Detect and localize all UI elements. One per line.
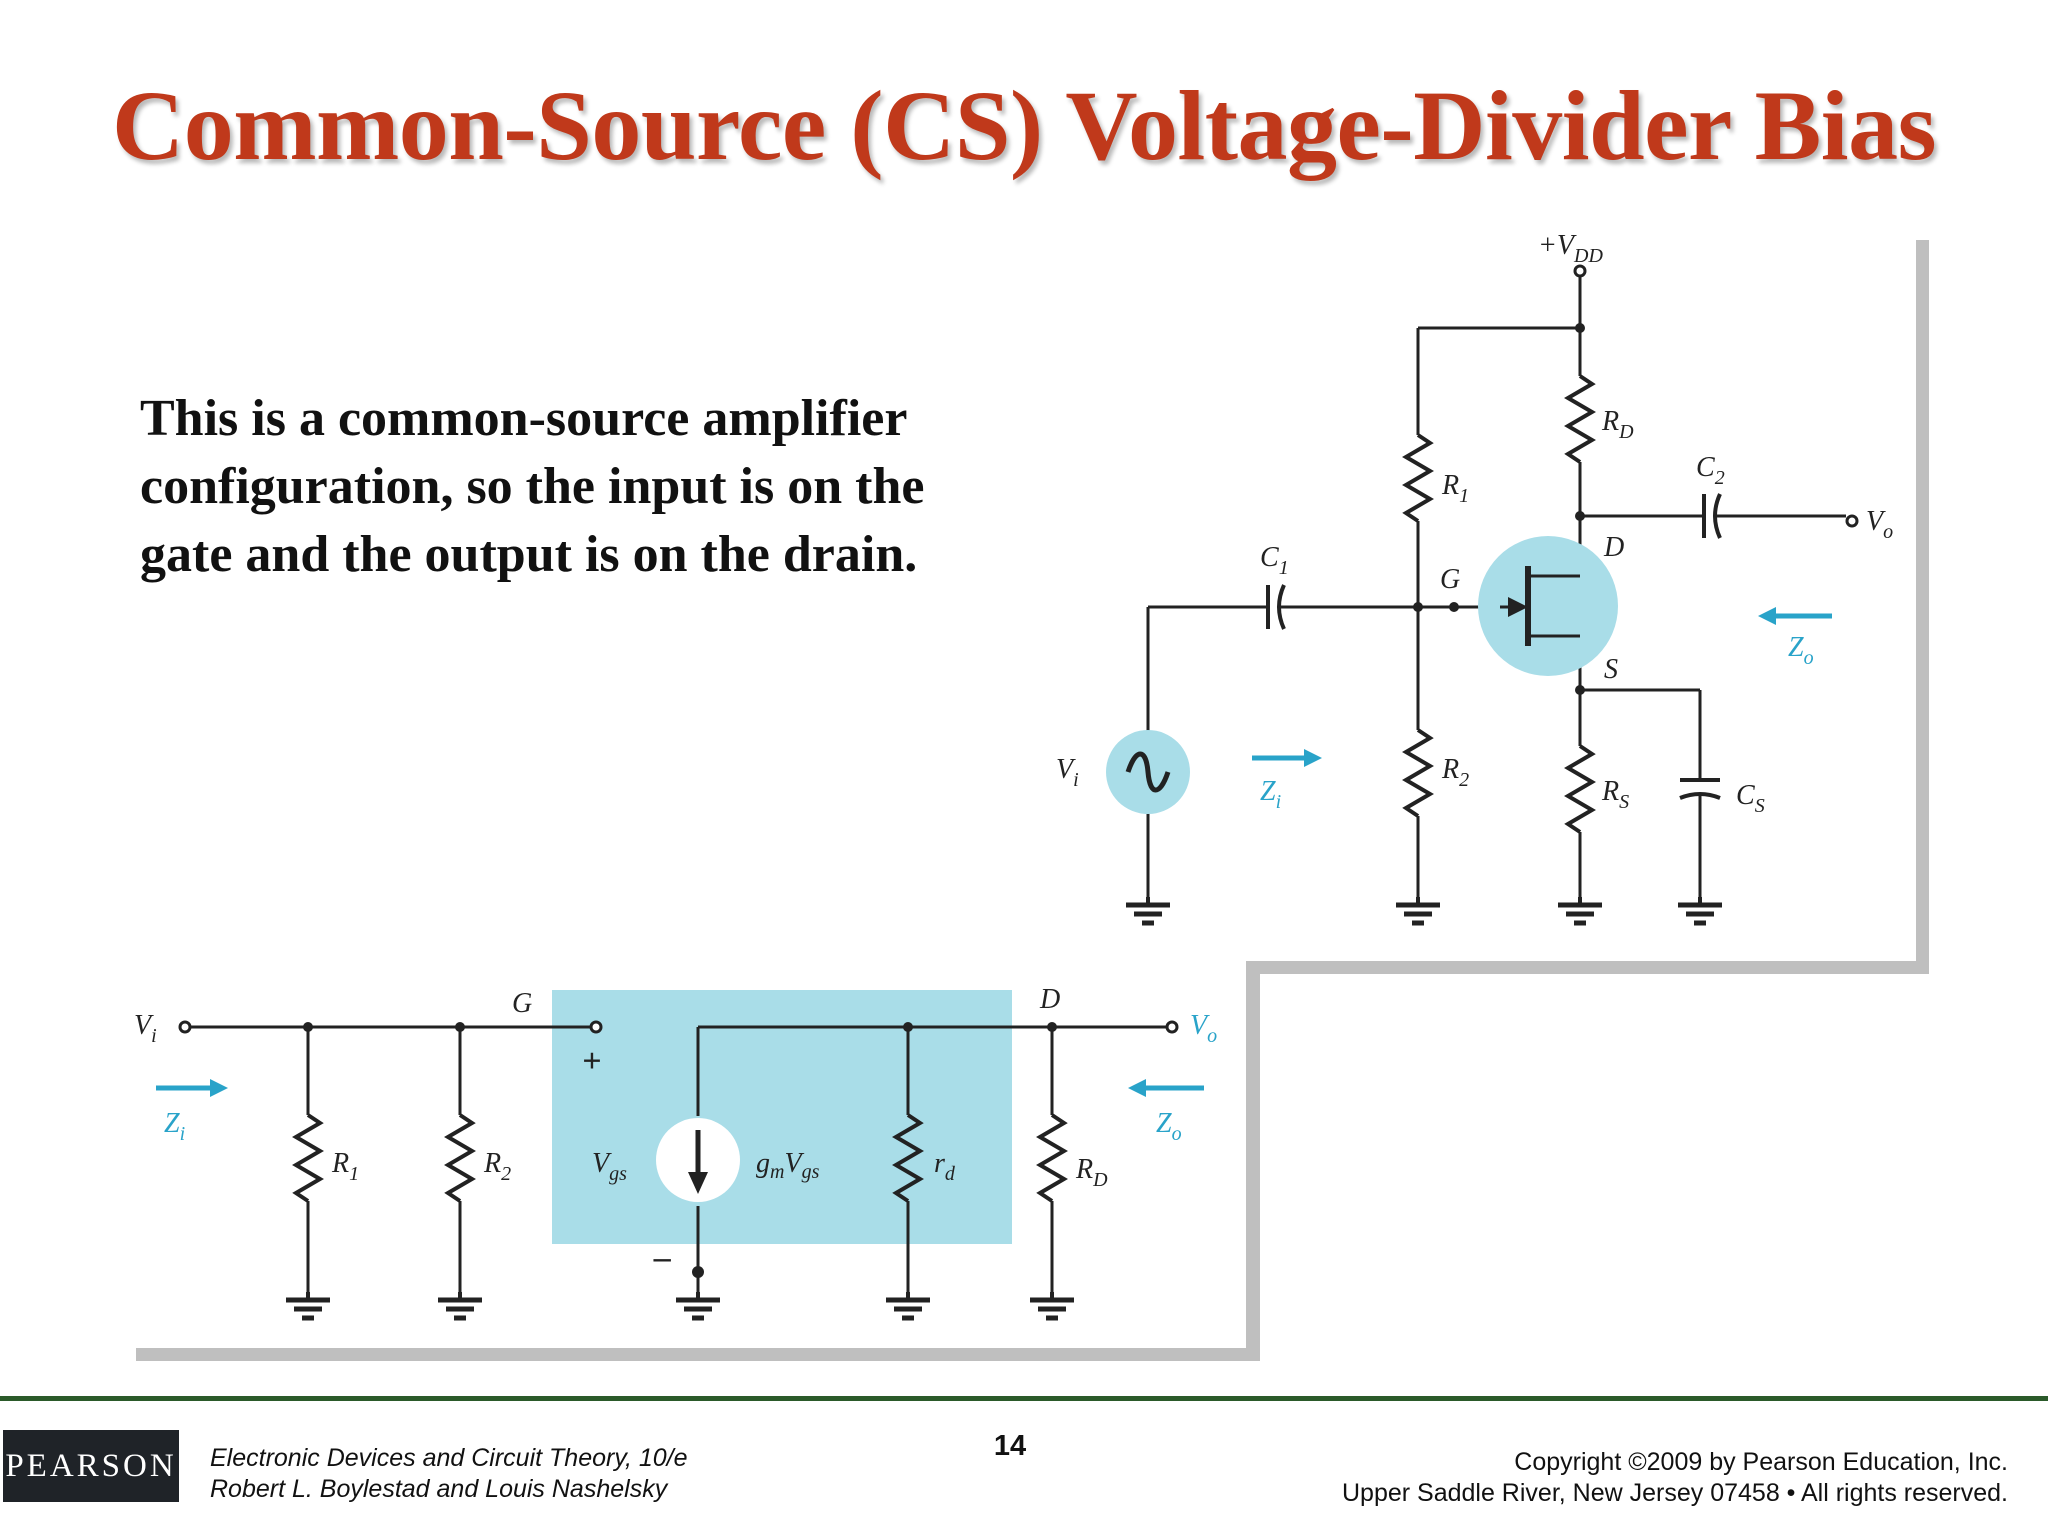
- label-vgs: Vgs: [592, 1148, 627, 1185]
- slide-body-text: This is a common-source amplifier config…: [140, 390, 925, 583]
- resistor-r1-symbol: [1402, 433, 1434, 523]
- slide-title: Common-Source (CS) Voltage-Divider Bias: [111, 70, 1937, 181]
- panel-shadow: [136, 240, 1929, 1361]
- resistor-rs-symbol: [1564, 744, 1596, 834]
- label-zi-top: Zi: [1260, 776, 1281, 813]
- jfet-symbol: [1478, 536, 1618, 676]
- zo-arrow-top: [1758, 607, 1832, 625]
- model-panel: [552, 990, 1012, 1244]
- footer-copyright: Copyright ©2009 by Pearson Education, In…: [1342, 1447, 2008, 1509]
- label-c1-top: C1: [1260, 542, 1289, 579]
- label-gate-bottom: G: [512, 988, 532, 1019]
- label-gate-top: G: [1440, 564, 1460, 595]
- label-r2-top: R2: [1441, 754, 1469, 791]
- label-drain-top: D: [1603, 532, 1624, 563]
- footer-book-title: Electronic Devices and Circuit Theory, 1…: [210, 1444, 688, 1472]
- label-rs-top: RS: [1601, 776, 1629, 813]
- footer-rule: [0, 1396, 2048, 1401]
- label-plus: +: [582, 1043, 601, 1080]
- footer-copyright-line1: Copyright ©2009 by Pearson Education, In…: [1514, 1448, 2008, 1476]
- label-zo-bottom: Zo: [1156, 1108, 1182, 1145]
- pearson-logo: PEARSON: [3, 1430, 179, 1502]
- label-rd-small: rd: [934, 1148, 956, 1185]
- label-drain-bottom: D: [1039, 984, 1060, 1015]
- footer-book-info: Electronic Devices and Circuit Theory, 1…: [210, 1443, 688, 1505]
- resistor-r2-symbol: [1402, 728, 1434, 818]
- label-gm-vgs: gmVgs: [756, 1148, 820, 1183]
- resistor-rd-symbol: [1564, 374, 1596, 464]
- label-r1-top: R1: [1441, 470, 1469, 507]
- bottom-circuit: [178, 1020, 1179, 1292]
- zo-arrow-bottom: [1128, 1079, 1204, 1097]
- label-r2-bottom: R2: [483, 1148, 511, 1185]
- label-vi-top: Vi: [1056, 754, 1079, 791]
- zi-arrow-top: [1252, 749, 1322, 767]
- label-rd-top: RD: [1601, 406, 1634, 443]
- label-cs-top: CS: [1736, 780, 1765, 817]
- label-r1-bottom: R1: [331, 1148, 359, 1185]
- junction-dots: [1413, 323, 1585, 695]
- zi-arrow-bottom: [156, 1079, 228, 1097]
- circuit-diagram: +VDD RD R1 R2 RS C1 C2 CS G D S Vi Vo Zi…: [134, 230, 1929, 1361]
- label-vdd: +VDD: [1538, 230, 1603, 267]
- label-vi-bottom: Vi: [134, 1010, 157, 1047]
- label-minus: –: [653, 1239, 671, 1276]
- label-RD-bottom: RD: [1075, 1154, 1108, 1191]
- label-source-top: S: [1604, 654, 1618, 685]
- footer-copyright-line2: Upper Saddle River, New Jersey 07458 • A…: [1341, 1479, 2008, 1507]
- label-vo-top: Vo: [1866, 506, 1893, 543]
- label-vo-bottom: Vo: [1190, 1010, 1217, 1047]
- label-zi-bottom: Zi: [164, 1108, 185, 1145]
- label-zo-top: Zo: [1788, 632, 1814, 669]
- page-number: 14: [993, 1430, 1027, 1462]
- footer-authors: Robert L. Boylestad and Louis Nashelsky: [210, 1475, 668, 1503]
- label-c2-top: C2: [1696, 452, 1725, 489]
